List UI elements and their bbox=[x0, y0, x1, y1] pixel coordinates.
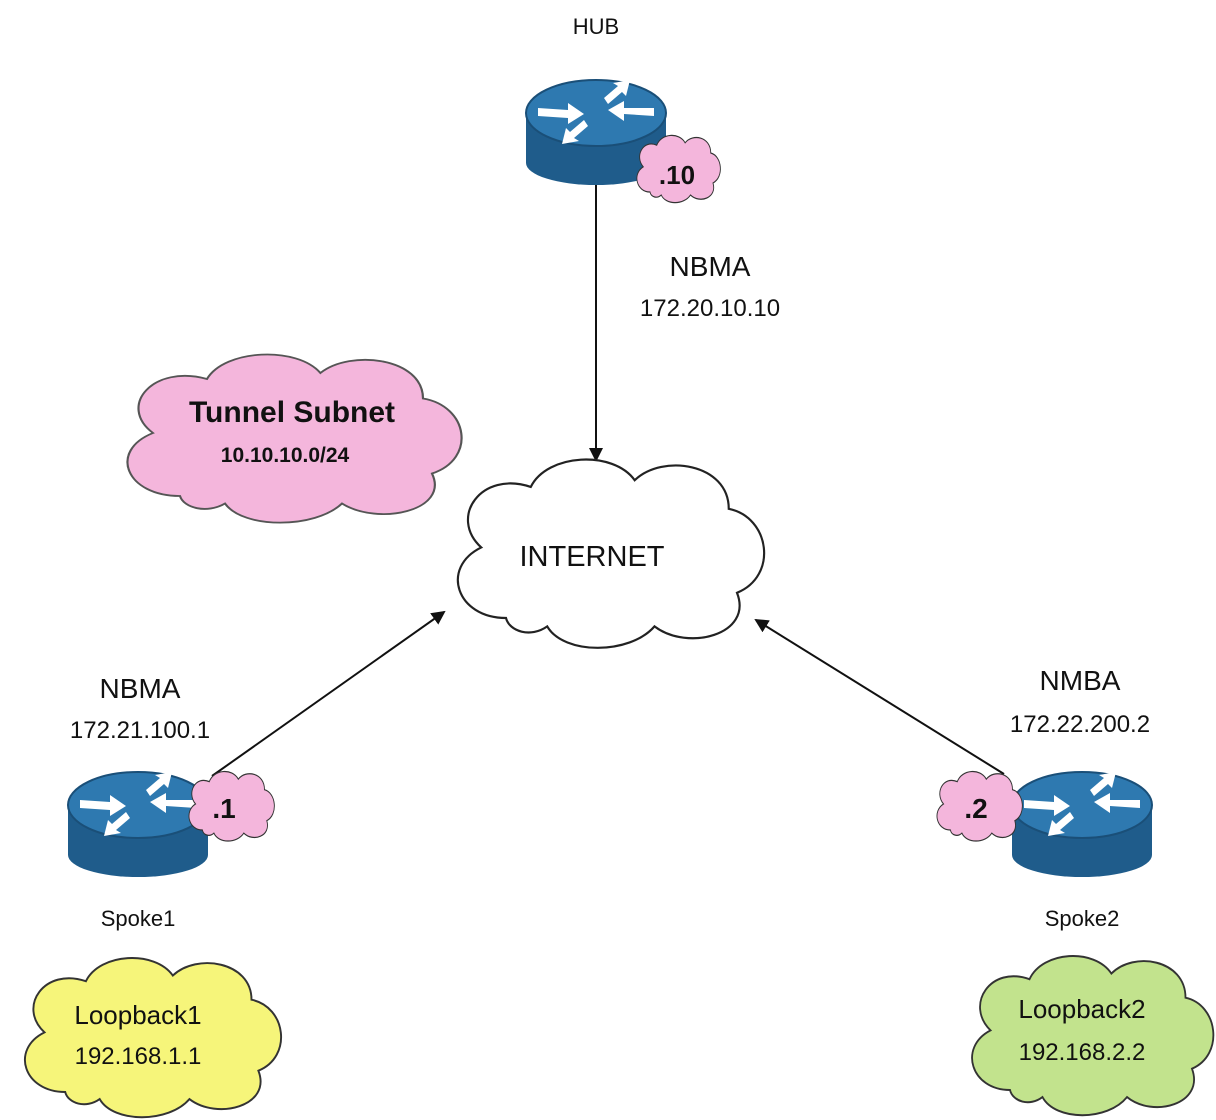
internet-label: INTERNET bbox=[520, 541, 665, 573]
spoke1-loopback-cloud-icon bbox=[23, 957, 283, 1119]
spoke2-router-icon bbox=[1011, 771, 1153, 878]
spoke2-nbma-label: NMBA bbox=[1040, 665, 1121, 696]
hub-title: HUB bbox=[573, 14, 619, 39]
spoke2-loopback-name: Loopback2 bbox=[1018, 994, 1145, 1024]
tunnel-subnet-title: Tunnel Subnet bbox=[189, 396, 395, 429]
spoke2-loopback-cloud-icon bbox=[971, 955, 1215, 1117]
hub-nbma-label: NBMA bbox=[670, 251, 751, 282]
spoke1-loopback-ip: 192.168.1.1 bbox=[75, 1043, 202, 1070]
spoke2-nbma-ip: 172.22.200.2 bbox=[1010, 711, 1150, 738]
spoke1-router-icon bbox=[67, 771, 209, 878]
spoke1-nbma-ip: 172.21.100.1 bbox=[70, 717, 210, 744]
spoke2-to-internet-link bbox=[754, 618, 1005, 775]
spoke2-loopback-ip: 192.168.2.2 bbox=[1019, 1039, 1146, 1066]
spoke1-loopback-name: Loopback1 bbox=[74, 1000, 201, 1030]
spoke2-tunnel-ip: .2 bbox=[964, 793, 987, 824]
tunnel-subnet-cloud-icon bbox=[126, 353, 463, 524]
tunnel-subnet-range: 10.10.10.0/24 bbox=[221, 444, 350, 467]
spoke1-to-internet-link bbox=[211, 610, 446, 777]
spoke1-nbma-label: NBMA bbox=[100, 673, 181, 704]
hub-nbma-ip: 172.20.10.10 bbox=[640, 295, 780, 322]
spoke1-tunnel-ip: .1 bbox=[212, 793, 235, 824]
hub-tunnel-ip: .10 bbox=[659, 160, 695, 190]
spoke2-title: Spoke2 bbox=[1045, 906, 1120, 931]
spoke1-title: Spoke1 bbox=[101, 906, 176, 931]
